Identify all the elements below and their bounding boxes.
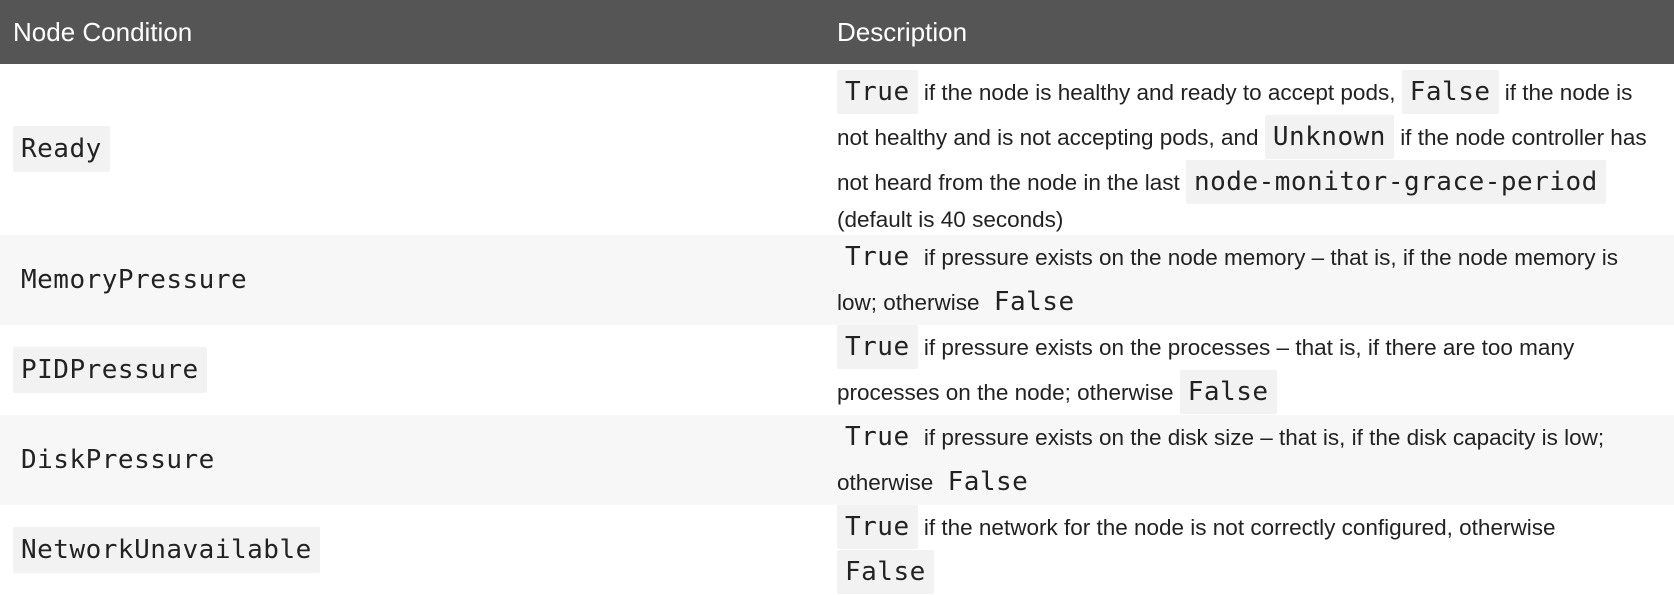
code-true: True <box>837 415 918 459</box>
table-row-disk-pressure: DiskPressure True if pressure exists on … <box>0 415 1674 505</box>
description-text: if pressure exists on the node memory – … <box>837 245 1618 315</box>
description-text: if the node is healthy and ready to acce… <box>923 80 1396 105</box>
table-header: Node Condition Description <box>0 0 1674 64</box>
code-false: False <box>1401 70 1499 114</box>
condition-cell: MemoryPressure <box>0 235 837 325</box>
description-text: and <box>1221 125 1259 150</box>
condition-cell: Ready <box>0 64 837 235</box>
condition-cell: NetworkUnavailable <box>0 505 837 595</box>
header-description: Description <box>837 16 968 47</box>
code-false: False <box>939 460 1037 504</box>
description-cell: True if pressure exists on the processes… <box>837 325 1674 415</box>
condition-name: PIDPressure <box>13 346 207 393</box>
code-false: False <box>837 550 934 594</box>
description-cell: True if pressure exists on the disk size… <box>837 415 1674 505</box>
description-text: if pressure exists on the disk size – th… <box>837 425 1605 495</box>
condition-cell: PIDPressure <box>0 325 837 415</box>
code-grace-period: node-monitor-grace-period <box>1185 160 1606 204</box>
code-true: True <box>837 235 918 279</box>
header-node-condition: Node Condition <box>13 16 193 47</box>
code-false: False <box>1179 370 1277 414</box>
table-row-pid-pressure: PIDPressure True if pressure exists on t… <box>0 325 1674 415</box>
header-row: Node Condition Description <box>0 0 1674 64</box>
code-true: True <box>837 505 918 549</box>
description-cell: True if pressure exists on the node memo… <box>837 235 1674 325</box>
table-row-ready: Ready True if the node is healthy and re… <box>0 64 1674 235</box>
code-unknown: Unknown <box>1264 115 1394 159</box>
description-text: if the node controller has not heard fro… <box>837 125 1647 195</box>
description-text: if the node is not healthy and is not ac… <box>837 80 1633 150</box>
condition-name: Ready <box>13 126 110 172</box>
description-cell: True if the network for the node is not … <box>837 505 1674 595</box>
code-true: True <box>837 70 918 114</box>
condition-name: DiskPressure <box>13 436 223 483</box>
code-false: False <box>985 280 1083 324</box>
condition-name: NetworkUnavailable <box>13 526 320 573</box>
table-row-memory-pressure: MemoryPressure True if pressure exists o… <box>0 235 1674 325</box>
description-text: if pressure exists on the processes – th… <box>837 335 1575 405</box>
code-true: True <box>837 325 918 369</box>
description-cell: True if the node is healthy and ready to… <box>837 64 1674 235</box>
condition-name: MemoryPressure <box>13 256 256 303</box>
table-row-network-unavailable: NetworkUnavailable True if the network f… <box>0 505 1674 595</box>
condition-cell: DiskPressure <box>0 415 837 505</box>
description-note: (default is 40 seconds) <box>837 207 1064 232</box>
